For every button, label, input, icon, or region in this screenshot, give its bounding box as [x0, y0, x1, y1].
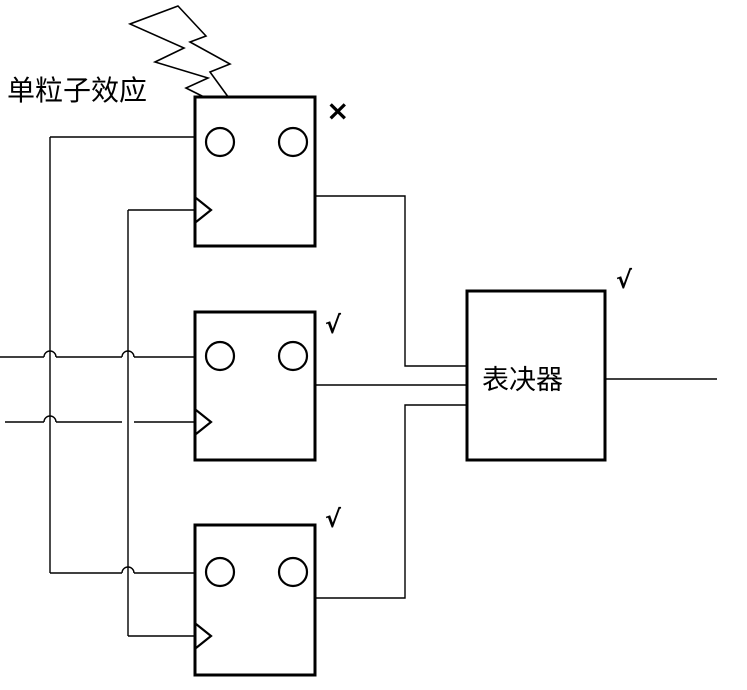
seu-label: 单粒子效应: [7, 74, 147, 107]
output-wire-bottom: [315, 404, 467, 599]
pin-out-bottom: [277, 556, 309, 588]
pin-out-middle: [277, 340, 309, 372]
flipflop-bottom: [193, 523, 317, 677]
voter-box: [465, 289, 607, 462]
fault-mark-top: ×: [326, 94, 349, 127]
pin-in-top: [204, 126, 236, 158]
clock-marker-middle: [195, 409, 213, 435]
ok-mark-voter: √: [616, 266, 633, 294]
clock-marker-bottom: [195, 623, 213, 649]
flipflop-top: [193, 95, 317, 248]
pin-in-middle: [204, 340, 236, 372]
clock-marker-top: [195, 197, 213, 223]
data-bus: [49, 136, 196, 574]
ok-mark-bottom: √: [325, 505, 342, 533]
ok-mark-middle: √: [325, 311, 342, 339]
clock-bus: [127, 209, 196, 637]
pin-out-top: [277, 126, 309, 158]
flipflop-middle: [193, 310, 317, 462]
pin-in-bottom: [204, 556, 236, 588]
voter-label: 表决器: [482, 365, 563, 396]
output-wire-top: [315, 195, 467, 367]
